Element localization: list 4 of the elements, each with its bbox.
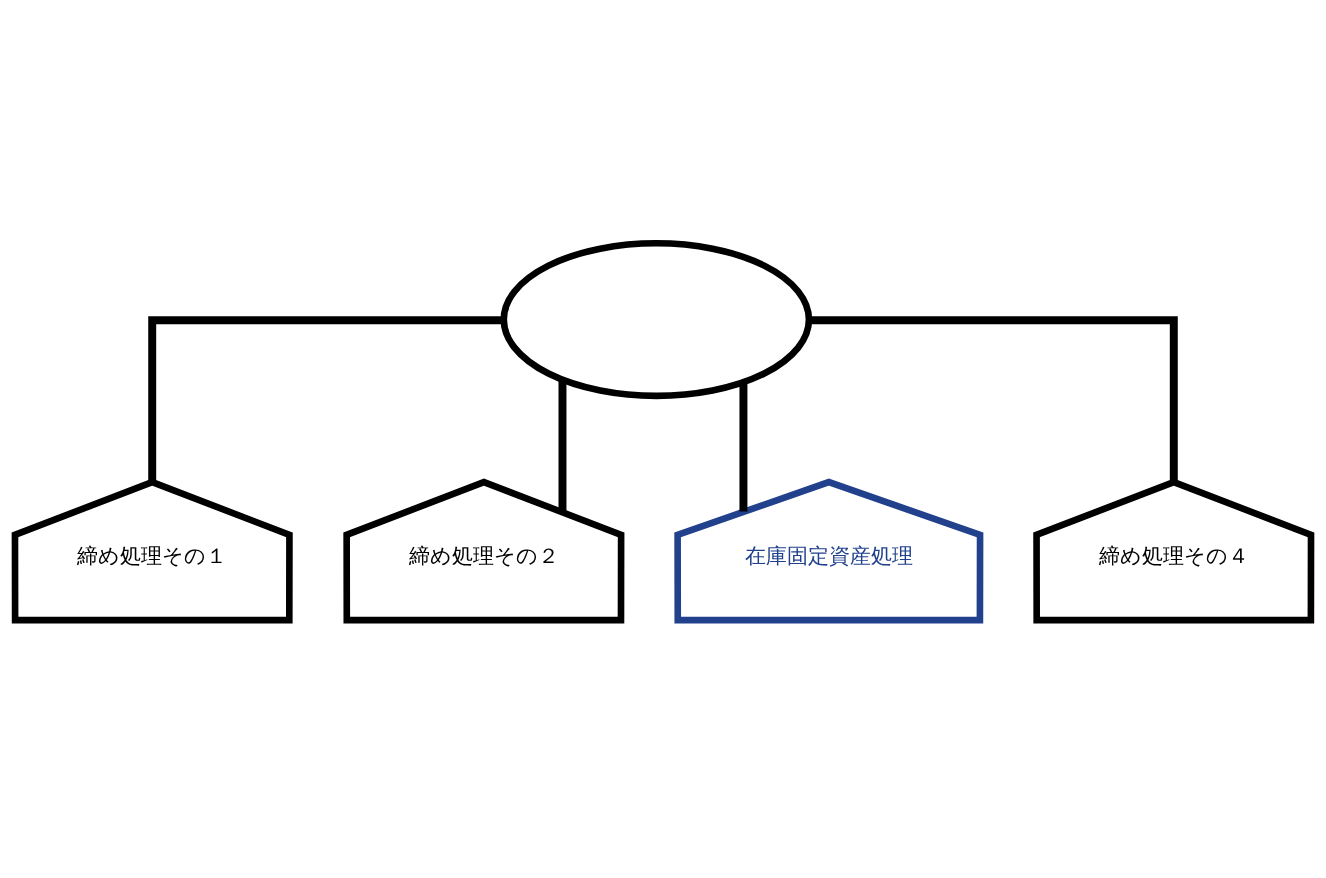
connector <box>148 316 504 482</box>
node-cloud <box>500 240 813 400</box>
connector <box>809 316 1178 482</box>
connector <box>558 379 567 513</box>
